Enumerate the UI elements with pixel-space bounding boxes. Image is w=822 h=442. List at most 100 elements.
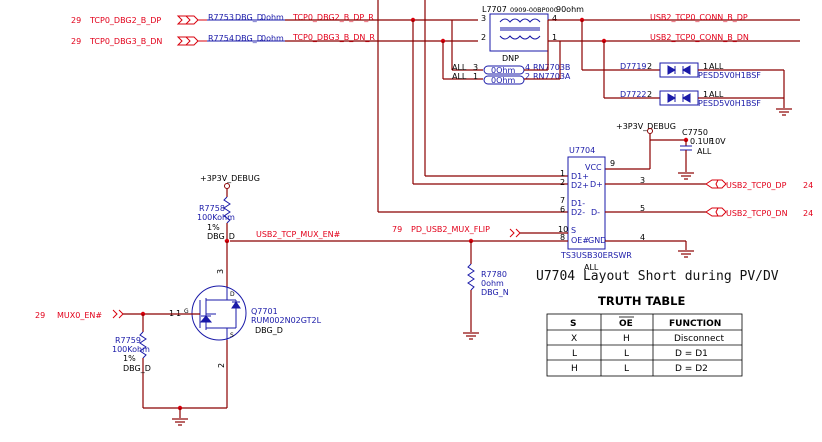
- tt-cell: H: [623, 334, 630, 344]
- d7722-ref: D7722: [620, 90, 647, 99]
- port-dn-num: 24: [803, 209, 813, 218]
- choke-pin2: 2: [481, 33, 486, 42]
- d7722-part: PESD5V0H1BSF: [698, 99, 761, 108]
- resistor-r7758: R7758 100Kohm 1% DBG_D: [197, 196, 235, 241]
- ground-symbol-r7780-icon: [463, 332, 479, 340]
- q7701-pin2: 2: [217, 363, 226, 368]
- rnet-b-all: ALL: [452, 72, 467, 81]
- d7719-part: PESD5V0H1BSF: [698, 71, 761, 80]
- port-dbg3-name: TCP0_DBG3_B_DN: [89, 37, 162, 46]
- ground-symbol-cap-icon: [678, 172, 694, 180]
- rnet-b-p1: 1: [473, 72, 478, 81]
- choke-body: [489, 13, 549, 52]
- d7722-all: ALL: [709, 90, 724, 99]
- net-dp-r: TCP0_DBG2_B_DP_R: [292, 13, 374, 22]
- r7758-val: 100Kohm: [197, 213, 235, 222]
- q7701-pin3: 3: [216, 269, 225, 274]
- ic-s: S: [571, 226, 576, 235]
- r7754-opt: DBG_D: [235, 34, 263, 43]
- ic-d1p-pin: 1: [560, 169, 565, 178]
- tt-cell: X: [571, 334, 577, 344]
- r7758-tol: 1%: [207, 223, 220, 232]
- d7719-pin1: 1: [703, 62, 708, 71]
- net-flip-num: 79: [392, 225, 402, 234]
- port-dbg2-name: TCP0_DBG2_B_DP: [89, 16, 161, 25]
- r7759-tol: 1%: [123, 354, 136, 363]
- mosfet-body: [191, 285, 247, 341]
- capacitor-c7750: C7750 0.1UF 10V ALL: [680, 128, 726, 172]
- ic-gnd-pin: 4: [640, 233, 645, 242]
- layout-note: U7704 Layout Short during PV/DV: [536, 269, 779, 284]
- ic-dp-pin: 3: [640, 176, 645, 185]
- c7750-val: 0.1UF: [690, 137, 714, 146]
- tt-cell: D = D1: [675, 349, 708, 359]
- ic-dn-pin: 5: [640, 204, 645, 213]
- port-dp-out: USB2_TCP0_DP 24: [705, 179, 813, 190]
- diode-d7722: D7722 2 1 ALL PESD5V0H1BSF: [620, 90, 761, 108]
- power-flag-3p3v-debug: +3P3V_DEBUG: [616, 122, 676, 140]
- net-conn-dn: USB2_TCP0_CONN_B_DN: [650, 33, 749, 42]
- tt-cell: Disconnect: [674, 334, 724, 344]
- ic-part: TS3USB30ERSWR: [560, 251, 632, 260]
- tt-cell: L: [624, 364, 629, 374]
- rnet-a-p3: 3: [473, 63, 478, 72]
- mosfet-body-diode-icon: [199, 315, 213, 323]
- p3v-label-1: +3P3V_DEBUG: [616, 122, 676, 131]
- d7719-all: ALL: [709, 62, 724, 71]
- flip-arrow-icon: [509, 228, 521, 238]
- ic-d2p: D2+: [571, 181, 589, 190]
- choke-pin3: 3: [481, 14, 486, 23]
- d7722-pin2: 2: [647, 90, 652, 99]
- tt-cell: L: [624, 349, 629, 359]
- resistor-r7780: R7780 0ohm DBG_N: [467, 241, 509, 332]
- choke-pin4: 4: [552, 14, 557, 23]
- r7780-ref: R7780: [481, 270, 507, 279]
- p3v-label-2: +3P3V_DEBUG: [200, 174, 260, 183]
- ic-oe: OE#: [571, 236, 589, 245]
- ic-dn: D-: [591, 208, 600, 217]
- d7719-ref: D7719: [620, 62, 647, 71]
- ic-ref: U7704: [569, 146, 595, 155]
- r7753-ref: R7753: [208, 13, 234, 22]
- rnet-b-ref: RN7703A: [533, 72, 571, 81]
- choke-ref: L7707: [482, 5, 507, 14]
- ic-d1p: D1+: [571, 172, 589, 181]
- ic-opt: ALL: [584, 263, 599, 272]
- d7722-pin1: 1: [703, 90, 708, 99]
- resistor-r7753: R7753 DBG_D 0ohm: [207, 13, 285, 22]
- choke-dnp: DNP: [502, 54, 519, 63]
- r7759-val: 100Kohm: [112, 345, 150, 354]
- diode-tvs-icon: [667, 65, 677, 75]
- ic-gnd: GND: [588, 236, 606, 245]
- port-mux0-en: 29 MUX0_EN#: [35, 309, 124, 320]
- port-dbg3-arrow-icon: [176, 36, 199, 46]
- resistor-r7754: R7754 DBG_D 0ohm: [207, 34, 285, 43]
- net-mux-en: USB2_TCP_MUX_EN#: [256, 230, 341, 239]
- choke-pin1: 1: [552, 33, 557, 42]
- mosfet-q7701: 3 G D S 2 Q7701 RUM002N02GT2L DBG_D 1 1: [169, 269, 322, 368]
- port-dn-name: USB2_TCP0_DN: [726, 209, 788, 218]
- rnet-a-all: ALL: [452, 63, 467, 72]
- power-flag-3p3v-debug-2: +3P3V_DEBUG: [200, 174, 260, 197]
- rnet-a-ref: RN7703B: [533, 63, 570, 72]
- port-dbg2-num: 29: [71, 16, 81, 25]
- net-dn-r: TCP0_DBG3_B_DN_R: [292, 33, 375, 42]
- ground-symbol-ic-icon: [678, 250, 694, 258]
- ic-d1n: D1-: [571, 199, 585, 208]
- r7758-opt: DBG_D: [207, 232, 235, 241]
- ic-body: [567, 156, 606, 250]
- choke-val: 90ohm: [556, 5, 584, 14]
- port-dbg3-num: 29: [71, 37, 81, 46]
- q7701-opt: DBG_D: [255, 326, 283, 335]
- port-dp-num: 24: [803, 181, 813, 190]
- ground-symbol-icon: [776, 108, 792, 116]
- port-dp-arrow-icon: [705, 179, 727, 189]
- port-dn-out: USB2_TCP0_DN 24: [705, 207, 813, 218]
- net-flip: PD_USB2_MUX_FLIP: [411, 225, 490, 234]
- port-mux-num: 29: [35, 311, 45, 320]
- rnet-rn7703a: ALL 1 0Ohm 2 RN7703A: [452, 72, 571, 85]
- truth-table-title: TRUTH TABLE: [598, 294, 685, 308]
- port-dp-name: USB2_TCP0_DP: [726, 181, 787, 190]
- choke-part: 0909-00BP000: [510, 6, 558, 14]
